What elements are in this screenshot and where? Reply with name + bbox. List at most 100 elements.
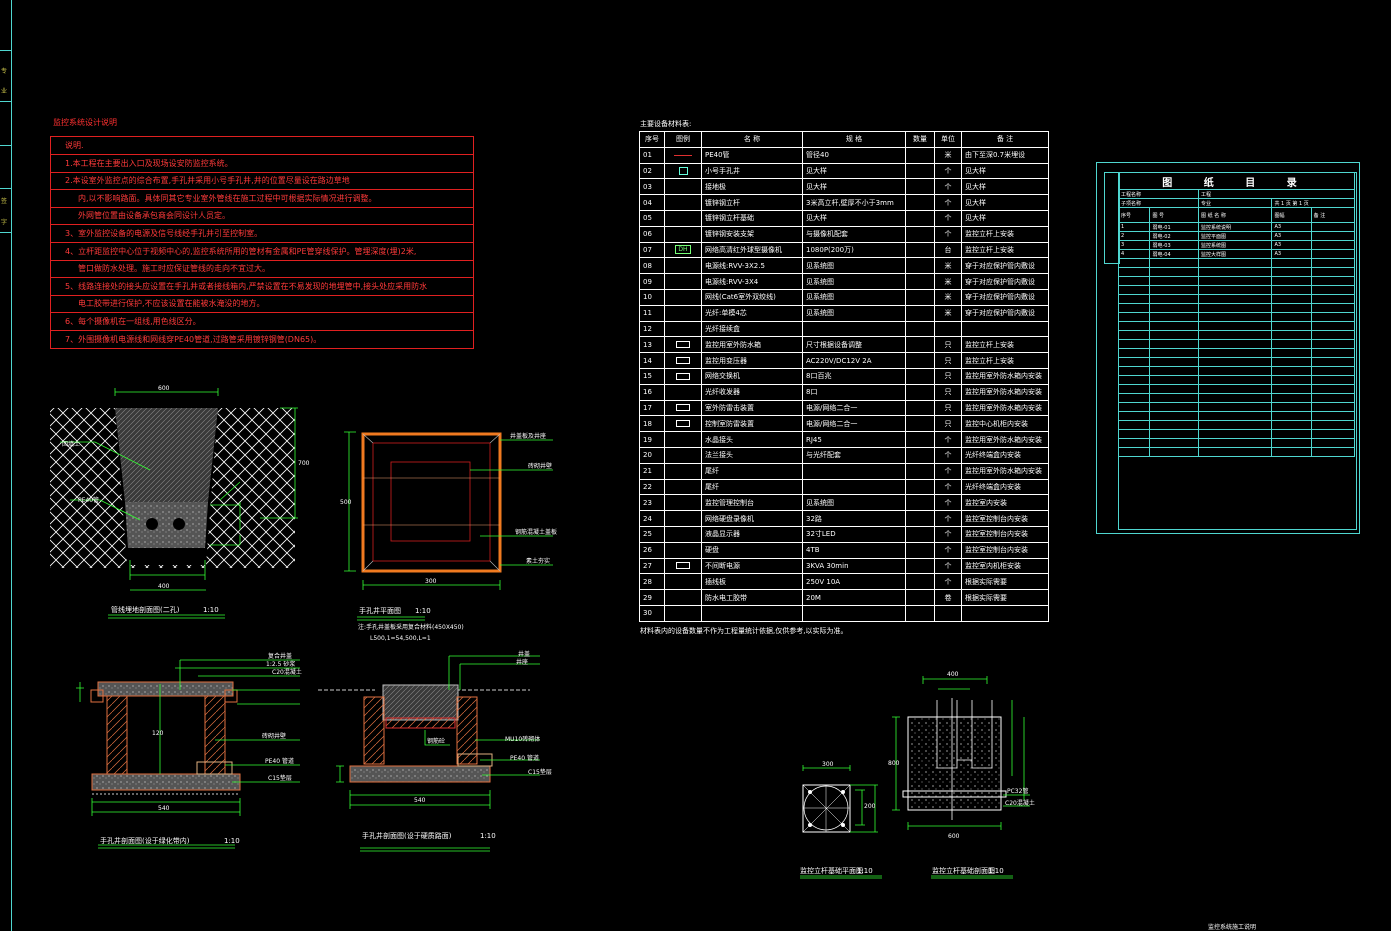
label: 素土夯实 — [526, 557, 550, 565]
dim-label: 700 — [298, 460, 310, 467]
strip-divider — [0, 232, 11, 233]
label: 井座 — [516, 658, 528, 666]
pipe — [173, 518, 185, 530]
item-remark: 监控立杆上安装 — [961, 352, 1049, 369]
note-row: 7、外围摄像机电源线和网线穿PE40管道,过路管采用镀锌钢管(DN65)。 — [51, 331, 473, 349]
index-row-empty — [1117, 285, 1356, 295]
design-notes-box: 说明. 1.本工程在主要出入口及现场设安防监控系统。 2.本设室外监控点的综合布置,… — [50, 136, 474, 349]
note-row: 1.本工程在主要出入口及现场设安防监控系统。 — [51, 155, 473, 173]
note-text: 说明. — [65, 141, 84, 150]
note-row: 3、室外监控设备的电源及信号线经手孔井引至控制室。 — [51, 225, 473, 243]
note-row: 说明. — [51, 137, 473, 155]
label: C20混凝土 — [1005, 799, 1035, 807]
backfill — [115, 408, 218, 502]
pole-base-plan-drawing: 300 200 监控立杆基础平面图 1:10 — [800, 761, 882, 879]
dim-label: 540 — [158, 805, 170, 812]
note: L500,1=54,500,L=1 — [370, 635, 431, 642]
label: PE40 管道 — [265, 757, 294, 765]
camera-icon: DH — [675, 245, 691, 255]
note-row: 4、立杆距监控中心位于视频中心的,监控系统所用的管材有金属和PE管穿线保护。管埋… — [51, 243, 473, 261]
handhole-section-b-drawing: 井盖 井座 钢筋砼 MU10砖砌体 PE40 管道 C15垫层 540 手孔井剖… — [318, 650, 552, 852]
scale: 1:10 — [857, 867, 873, 875]
note-row: 5、线路连接处的接头应设置在手孔井或者接线箱内,严禁设置在不易发现的地埋管中,接… — [51, 278, 473, 296]
dim-label: 300 — [425, 578, 437, 585]
dim-label: 400 — [947, 671, 959, 678]
equipment-box-icon — [676, 420, 690, 428]
strip-mark: 签 — [1, 198, 8, 205]
pole-base-section-drawing: 400 800 600 PC32管 C20混凝土 监控立杆基础剖面图 1:10 — [888, 671, 1035, 879]
material-table-footnote: 材料表内的设备数量不作为工程量统计依据,仅供参考,以实际为准。 — [640, 627, 848, 635]
label: 砖砌井壁 — [528, 462, 552, 470]
note-text: 电工胶带进行保护,不应该设置在能被水淹没的地方。 — [78, 299, 265, 309]
note-text: 内,以不影响路面。具体同其它专业室外管线在施工过程中可根据实际情况进行调整。 — [78, 193, 377, 203]
empty-cell — [1117, 447, 1151, 457]
index-row-empty — [1117, 447, 1356, 457]
note: 注:手孔井盖板采用复合材料(450X450) — [358, 623, 464, 631]
equipment-box-icon — [676, 404, 690, 412]
label: MU10砖砌体 — [505, 735, 540, 743]
scale: 1:10 — [224, 837, 240, 845]
empty-cell — [1310, 447, 1356, 457]
note-text: 5、线路连接处的接头应设置在手孔井或者接线箱内,严禁设置在不易发现的地埋管中,接… — [65, 281, 428, 291]
note-text: 7、外围摄像机电源线和网线穿PE40管道,过路管采用镀锌钢管(DN65)。 — [65, 334, 322, 344]
strip-divider — [0, 188, 11, 189]
material-table-title: 主要设备材料表: — [640, 120, 692, 128]
scale: 1:10 — [203, 606, 219, 614]
note-text: 管口做防水处理。施工时应保证管线的走向不宜过大。 — [78, 264, 270, 274]
label: 井盖 — [518, 650, 530, 658]
caption: 手孔井平面图 — [359, 606, 401, 615]
caption: 手孔井剖面图(设于硬质路面) — [362, 831, 452, 840]
label: PE40 管道 — [510, 754, 539, 762]
empty-cell — [1198, 447, 1273, 457]
index-row-empty — [1117, 330, 1356, 340]
note-row: 电工胶带进行保护,不应该设置在能被水淹没的地方。 — [51, 295, 473, 314]
note-text: 外网管位置由设备承包商会同设计人员定。 — [78, 211, 230, 221]
note-row: 6、每个摄像机在一组线,用色线区分。 — [51, 313, 473, 331]
drawing-index-frame — [1096, 162, 1360, 534]
strip-mark: 字 — [1, 219, 8, 226]
note-row: 外网管位置由设备承包商会同设计人员定。 — [51, 207, 473, 226]
sand-bedding — [125, 502, 208, 548]
note-text: 1.本工程在主要出入口及现场设安防监控系统。 — [65, 158, 233, 168]
dim-label: 540 — [414, 797, 426, 804]
pipe-line-icon — [674, 154, 692, 156]
caption: 管线埋地剖面图(二孔) — [111, 605, 180, 614]
label: PC32管 — [1007, 787, 1028, 795]
handhole-section-a-drawing: 120 540 复合井盖 1:2.5 砂浆 C20混凝土 砖砌井壁 PE40 管… — [76, 652, 302, 849]
index-row-empty — [1117, 267, 1356, 277]
table-row: 30 — [639, 604, 1049, 622]
label: C15垫层 — [268, 774, 292, 782]
item-remark — [961, 604, 1049, 622]
strip-divider — [0, 145, 11, 146]
caption: 监控立杆基础平面图 — [800, 866, 863, 875]
label: 回填土 — [62, 440, 80, 448]
label: C20混凝土 — [272, 668, 302, 676]
equipment-box-icon — [676, 372, 690, 380]
note-row: 2.本设室外监控点的综合布置,手孔井采用小号手孔井,井的位置尽量设在路边草地 — [51, 172, 473, 191]
dim-label: 300 — [822, 761, 834, 768]
left-title-strip: 专 业 签 字 — [0, 0, 12, 931]
label: PE40管 — [78, 496, 99, 504]
label: C15垫层 — [528, 768, 552, 776]
